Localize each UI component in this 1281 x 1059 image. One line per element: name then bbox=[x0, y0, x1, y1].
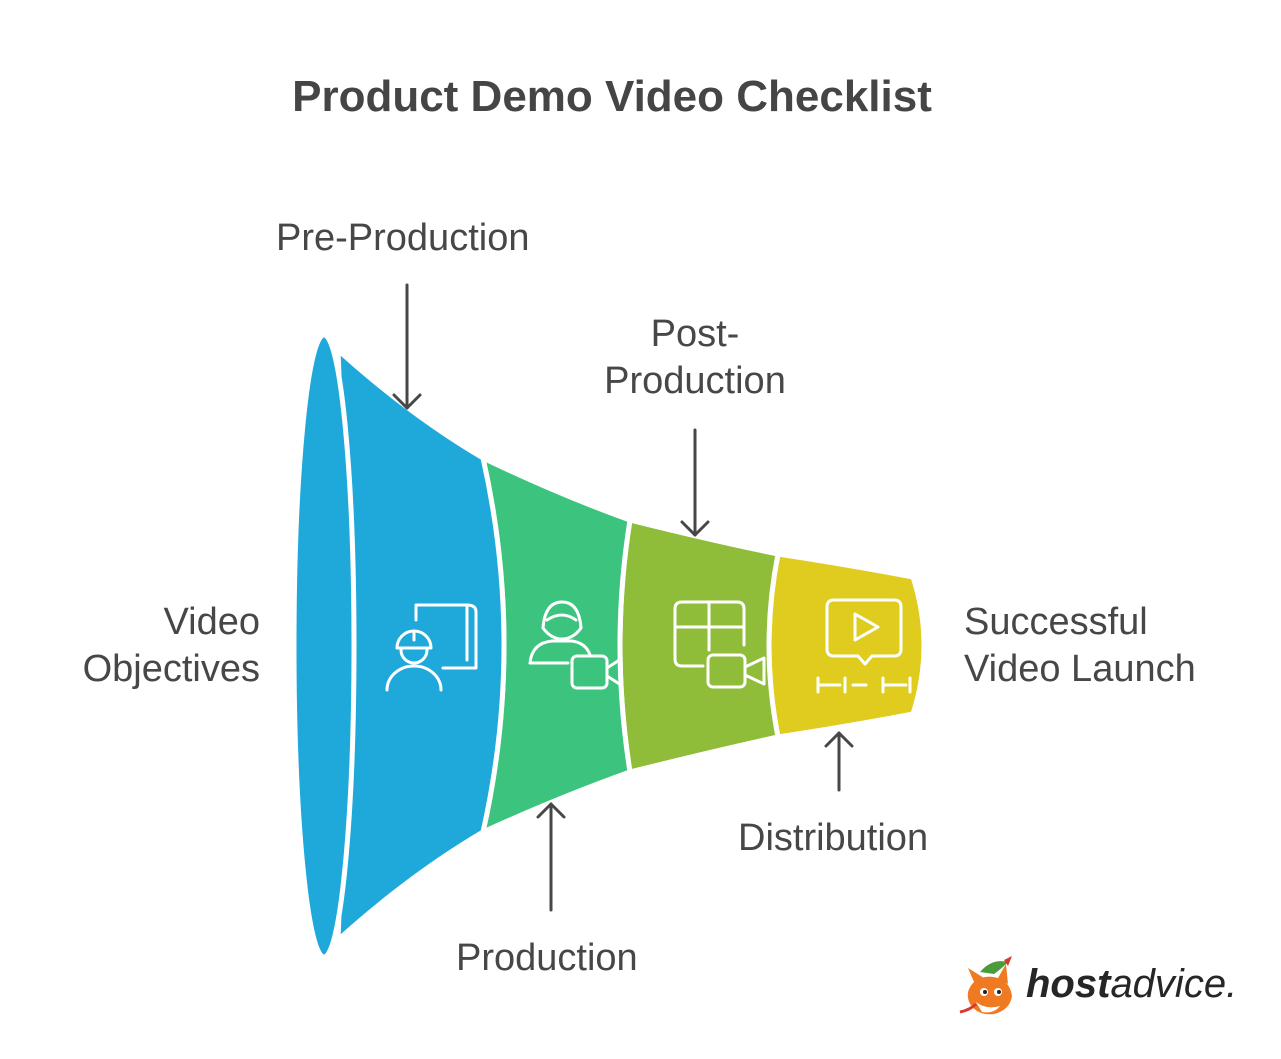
arrow-distribution bbox=[824, 731, 854, 792]
label-distribution: Distribution bbox=[738, 817, 929, 859]
label-successful-video-launch-line2: Video Launch bbox=[964, 648, 1196, 690]
video-player-timeline-icon bbox=[816, 598, 912, 694]
label-successful-video-launch: Successful Video Launch bbox=[964, 599, 1196, 693]
label-successful-video-launch-line1: Successful bbox=[964, 601, 1148, 643]
arrow-pre-production bbox=[392, 283, 422, 410]
hostadvice-wordmark: hostadvice. bbox=[1026, 962, 1237, 1007]
funnel-mouth bbox=[291, 332, 357, 960]
funnel-segment-post-production bbox=[617, 517, 781, 775]
engineer-blueprint-icon bbox=[385, 603, 478, 692]
label-video-objectives-line2: Objectives bbox=[82, 648, 260, 690]
grid-video-camera-icon bbox=[673, 600, 766, 689]
diagram-title: Product Demo Video Checklist bbox=[292, 72, 932, 121]
logo-text-bold: host bbox=[1026, 962, 1111, 1006]
label-post-production: Post- Production bbox=[590, 311, 800, 405]
hostadvice-logo: hostadvice. bbox=[954, 952, 1239, 1022]
fox-mascot-icon bbox=[959, 956, 1012, 1015]
label-production: Production bbox=[456, 937, 638, 979]
label-video-objectives-line1: Video bbox=[163, 601, 260, 643]
label-video-objectives: Video Objectives bbox=[40, 599, 260, 693]
label-post-production-line2: Production bbox=[604, 360, 786, 402]
logo-text-regular: advice. bbox=[1110, 962, 1238, 1006]
label-pre-production: Pre-Production bbox=[276, 217, 530, 259]
label-post-production-line1: Post- bbox=[650, 313, 740, 355]
funnel-segment-pre-production bbox=[335, 347, 507, 943]
arrow-production bbox=[536, 802, 566, 912]
person-video-camera-icon bbox=[528, 600, 623, 690]
arrow-post-production bbox=[680, 428, 710, 537]
